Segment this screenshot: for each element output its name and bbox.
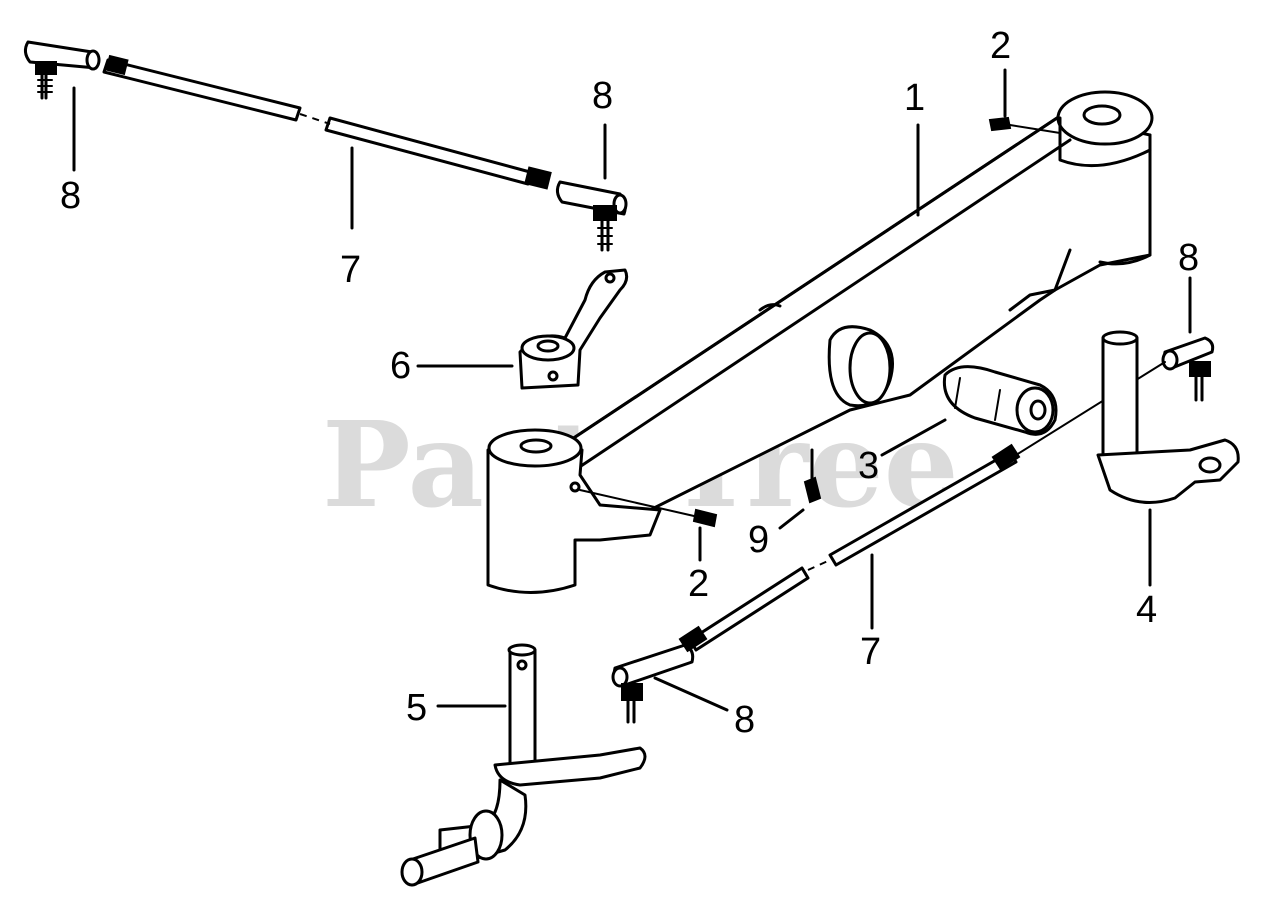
callout-2-bottom: 2 bbox=[688, 563, 709, 605]
part-8-ball-joint-bottom bbox=[611, 643, 695, 724]
callout-3: 3 bbox=[858, 445, 879, 487]
part-6-steering-arm bbox=[518, 268, 629, 390]
part-7-tie-rod-upper bbox=[102, 54, 552, 190]
part-1-axle-beam bbox=[486, 90, 1154, 594]
part-8-ball-joint-right bbox=[1161, 336, 1215, 402]
callout-8-top-left: 8 bbox=[60, 175, 81, 217]
leader-lines bbox=[72, 68, 1192, 712]
callout-5: 5 bbox=[406, 687, 427, 729]
callout-4: 4 bbox=[1136, 589, 1157, 631]
part-7-tie-rod-lower bbox=[678, 361, 1166, 653]
callout-7-bottom: 7 bbox=[860, 631, 881, 673]
part-8-ball-joint-top-mid bbox=[555, 180, 628, 252]
part-8-ball-joint-top-left bbox=[23, 40, 101, 100]
callout-8-bottom: 8 bbox=[734, 699, 755, 741]
part-4-right-spindle bbox=[1096, 330, 1240, 504]
part-2-grease-fitting-bottom bbox=[579, 489, 718, 528]
part-2-grease-fitting-top bbox=[988, 116, 1061, 134]
part-5-left-spindle bbox=[400, 643, 647, 887]
callout-7-top: 7 bbox=[340, 249, 361, 291]
callout-6: 6 bbox=[390, 345, 411, 387]
callout-8-top-mid: 8 bbox=[592, 75, 613, 117]
callout-9: 9 bbox=[748, 519, 769, 561]
callout-8-right: 8 bbox=[1178, 237, 1199, 279]
callout-1: 1 bbox=[904, 77, 925, 119]
callout-labels: 8 7 8 2 1 6 8 3 9 2 4 7 5 8 bbox=[60, 25, 1199, 741]
callout-2-top: 2 bbox=[990, 25, 1011, 67]
